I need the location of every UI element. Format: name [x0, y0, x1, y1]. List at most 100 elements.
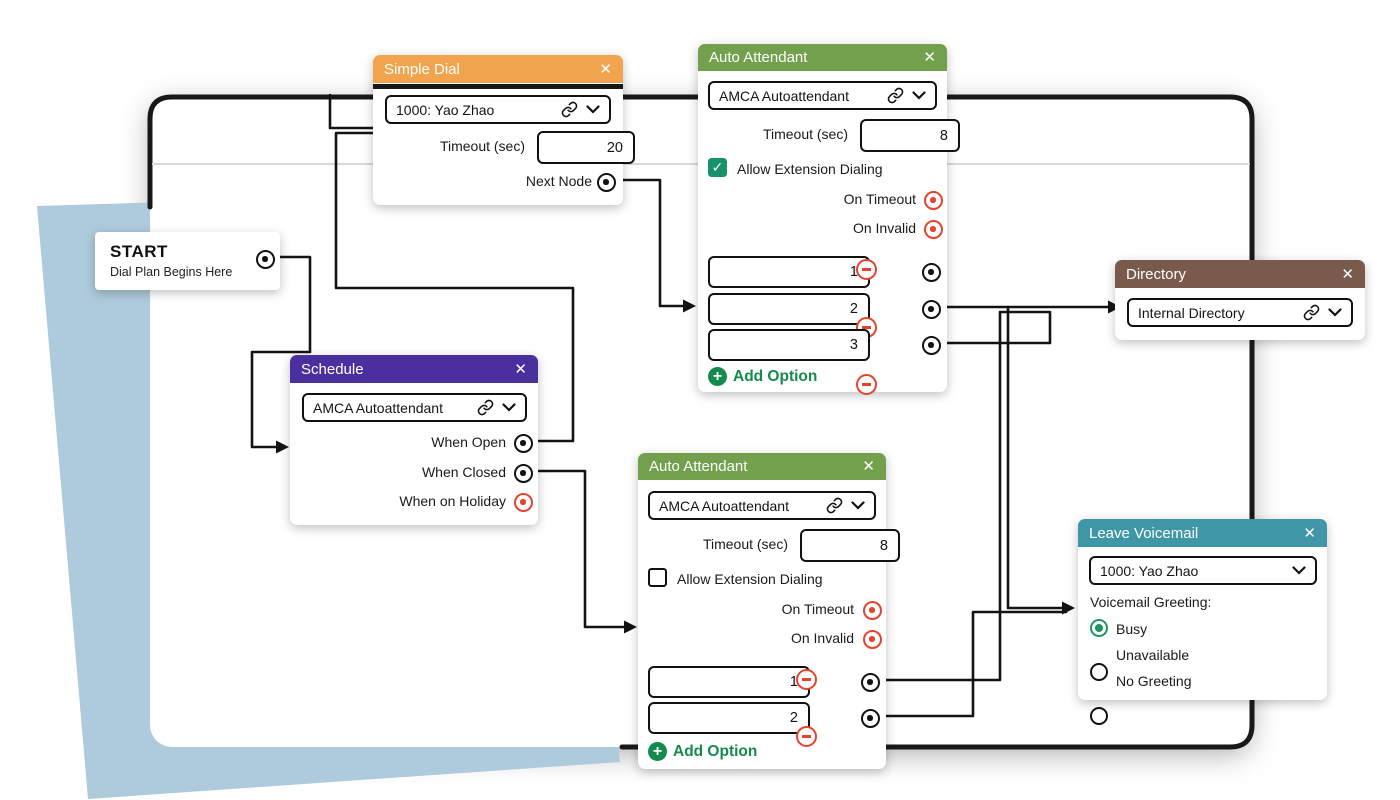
select-value: AMCA Autoattendant: [659, 497, 789, 514]
radio-no-greeting-label: No Greeting: [1116, 673, 1192, 689]
check-icon: ✓: [711, 159, 724, 175]
wire-start-to-schedule: [250, 255, 312, 449]
wire-aa2-option2-to-voicemail: [866, 610, 1068, 718]
remove-option-icon[interactable]: [856, 259, 877, 280]
option-1-port[interactable]: [860, 672, 880, 692]
on-invalid-port[interactable]: [923, 219, 943, 239]
add-option-button[interactable]: + Add Option: [648, 742, 757, 761]
option-2-port[interactable]: [921, 299, 941, 319]
link-icon: [561, 101, 578, 118]
wire-junction-to-voicemail: [1006, 305, 1064, 610]
leave-voicemail-header[interactable]: Leave Voicemail ✕: [1078, 519, 1327, 547]
next-node-label: Next Node: [525, 173, 592, 189]
on-invalid-label: On Invalid: [852, 220, 916, 236]
wires: [250, 93, 1111, 718]
when-open-port[interactable]: [513, 433, 533, 453]
when-open-label: When Open: [431, 434, 506, 450]
add-option-label: Add Option: [673, 742, 758, 760]
arrow-into-auto-attendant-1: [683, 299, 696, 313]
start-output-port[interactable]: [255, 249, 275, 269]
auto-attendant-1-select[interactable]: AMCA Autoattendant: [708, 81, 937, 110]
node-auto-attendant-2[interactable]: Auto Attendant ✕ AMCA Autoattendant Time…: [638, 453, 900, 769]
allow-extension-label: Allow Extension Dialing: [677, 571, 823, 587]
timeout-input[interactable]: [800, 529, 900, 562]
option-1-input[interactable]: [648, 666, 810, 698]
leave-voicemail-select[interactable]: 1000: Yao Zhao: [1089, 556, 1317, 585]
wire-when-open-to-simple-dial: [334, 131, 575, 443]
close-icon[interactable]: ✕: [1303, 524, 1316, 542]
radio-unavailable-label: Unavailable: [1116, 647, 1190, 663]
option-1-input[interactable]: [708, 256, 870, 288]
auto-attendant-1-header[interactable]: Auto Attendant ✕: [698, 44, 947, 71]
close-icon[interactable]: ✕: [1341, 265, 1354, 283]
node-schedule[interactable]: Schedule ✕ AMCA Autoattendant When Open …: [290, 355, 538, 525]
next-node-port[interactable]: [596, 172, 616, 192]
link-icon: [477, 399, 494, 416]
close-icon[interactable]: ✕: [862, 458, 875, 475]
close-icon[interactable]: ✕: [923, 49, 936, 66]
close-icon[interactable]: ✕: [599, 60, 612, 78]
node-directory[interactable]: Directory ✕ Internal Directory: [1115, 260, 1365, 340]
auto-attendant-1-title: Auto Attendant: [709, 49, 808, 66]
wire-when-closed-to-auto-attendant-2: [519, 469, 626, 629]
directory-title: Directory: [1126, 265, 1187, 283]
auto-attendant-2-header[interactable]: Auto Attendant ✕: [638, 453, 886, 480]
option-3-input[interactable]: [708, 329, 870, 361]
schedule-select[interactable]: AMCA Autoattendant: [302, 393, 527, 422]
add-option-button[interactable]: + Add Option: [708, 367, 817, 386]
auto-attendant-2-select[interactable]: AMCA Autoattendant: [648, 491, 876, 520]
schedule-header[interactable]: Schedule ✕: [290, 355, 538, 383]
select-value: AMCA Autoattendant: [313, 399, 443, 416]
option-1-port[interactable]: [921, 262, 941, 282]
option-3-port[interactable]: [921, 335, 941, 355]
canvas-frame: [147, 94, 1255, 750]
chevron-down-icon: [502, 403, 516, 412]
node-start[interactable]: START Dial Plan Begins Here: [95, 232, 280, 290]
voicemail-greeting-label: Voicemail Greeting:: [1090, 594, 1212, 610]
allow-extension-checkbox[interactable]: [648, 568, 667, 587]
wire-arrowheads: [276, 299, 1121, 634]
allow-extension-checkbox[interactable]: ✓: [708, 158, 727, 177]
remove-option-icon[interactable]: [796, 669, 817, 690]
on-timeout-port[interactable]: [862, 600, 882, 620]
timeout-label: Timeout (sec): [439, 138, 525, 154]
on-timeout-label: On Timeout: [843, 191, 916, 207]
link-icon: [1303, 304, 1320, 321]
chevron-down-icon: [912, 91, 926, 100]
remove-option-icon[interactable]: [856, 374, 877, 395]
node-leave-voicemail[interactable]: Leave Voicemail ✕ 1000: Yao Zhao Voicema…: [1078, 519, 1327, 725]
option-2-input[interactable]: [648, 702, 810, 734]
frame-overlap-strip: [373, 84, 623, 89]
timeout-input[interactable]: [860, 119, 960, 152]
timeout-input[interactable]: [537, 131, 635, 164]
option-2-input[interactable]: [708, 293, 870, 325]
when-holiday-label: When on Holiday: [399, 493, 506, 509]
chevron-down-icon: [1328, 308, 1342, 317]
directory-select[interactable]: Internal Directory: [1127, 298, 1353, 327]
remove-option-icon[interactable]: [796, 726, 817, 747]
option-2-port[interactable]: [860, 708, 880, 728]
when-closed-port[interactable]: [513, 463, 533, 483]
node-simple-dial[interactable]: Simple Dial ✕ 1000: Yao Zhao Timeout (se…: [373, 55, 635, 205]
chevron-down-icon: [1292, 566, 1306, 575]
simple-dial-header[interactable]: Simple Dial ✕: [373, 55, 623, 83]
schedule-title: Schedule: [301, 360, 364, 378]
allow-extension-label: Allow Extension Dialing: [737, 161, 883, 177]
on-invalid-port[interactable]: [862, 629, 882, 649]
add-option-label: Add Option: [733, 367, 818, 385]
select-value: 1000: Yao Zhao: [396, 101, 495, 118]
directory-header[interactable]: Directory ✕: [1115, 260, 1365, 288]
on-timeout-port[interactable]: [923, 190, 943, 210]
simple-dial-extension-select[interactable]: 1000: Yao Zhao: [385, 95, 611, 124]
radio-busy[interactable]: [1090, 619, 1108, 637]
radio-no-greeting[interactable]: [1090, 707, 1108, 725]
radio-unavailable[interactable]: [1090, 663, 1108, 681]
chevron-down-icon: [851, 501, 865, 510]
wire-next-node-to-auto-attendant-1: [602, 178, 686, 308]
when-holiday-port[interactable]: [513, 492, 533, 512]
close-icon[interactable]: ✕: [514, 360, 527, 378]
plus-icon: +: [648, 742, 667, 761]
link-icon: [826, 497, 843, 514]
node-auto-attendant-1[interactable]: Auto Attendant ✕ AMCA Autoattendant Time…: [698, 44, 960, 395]
